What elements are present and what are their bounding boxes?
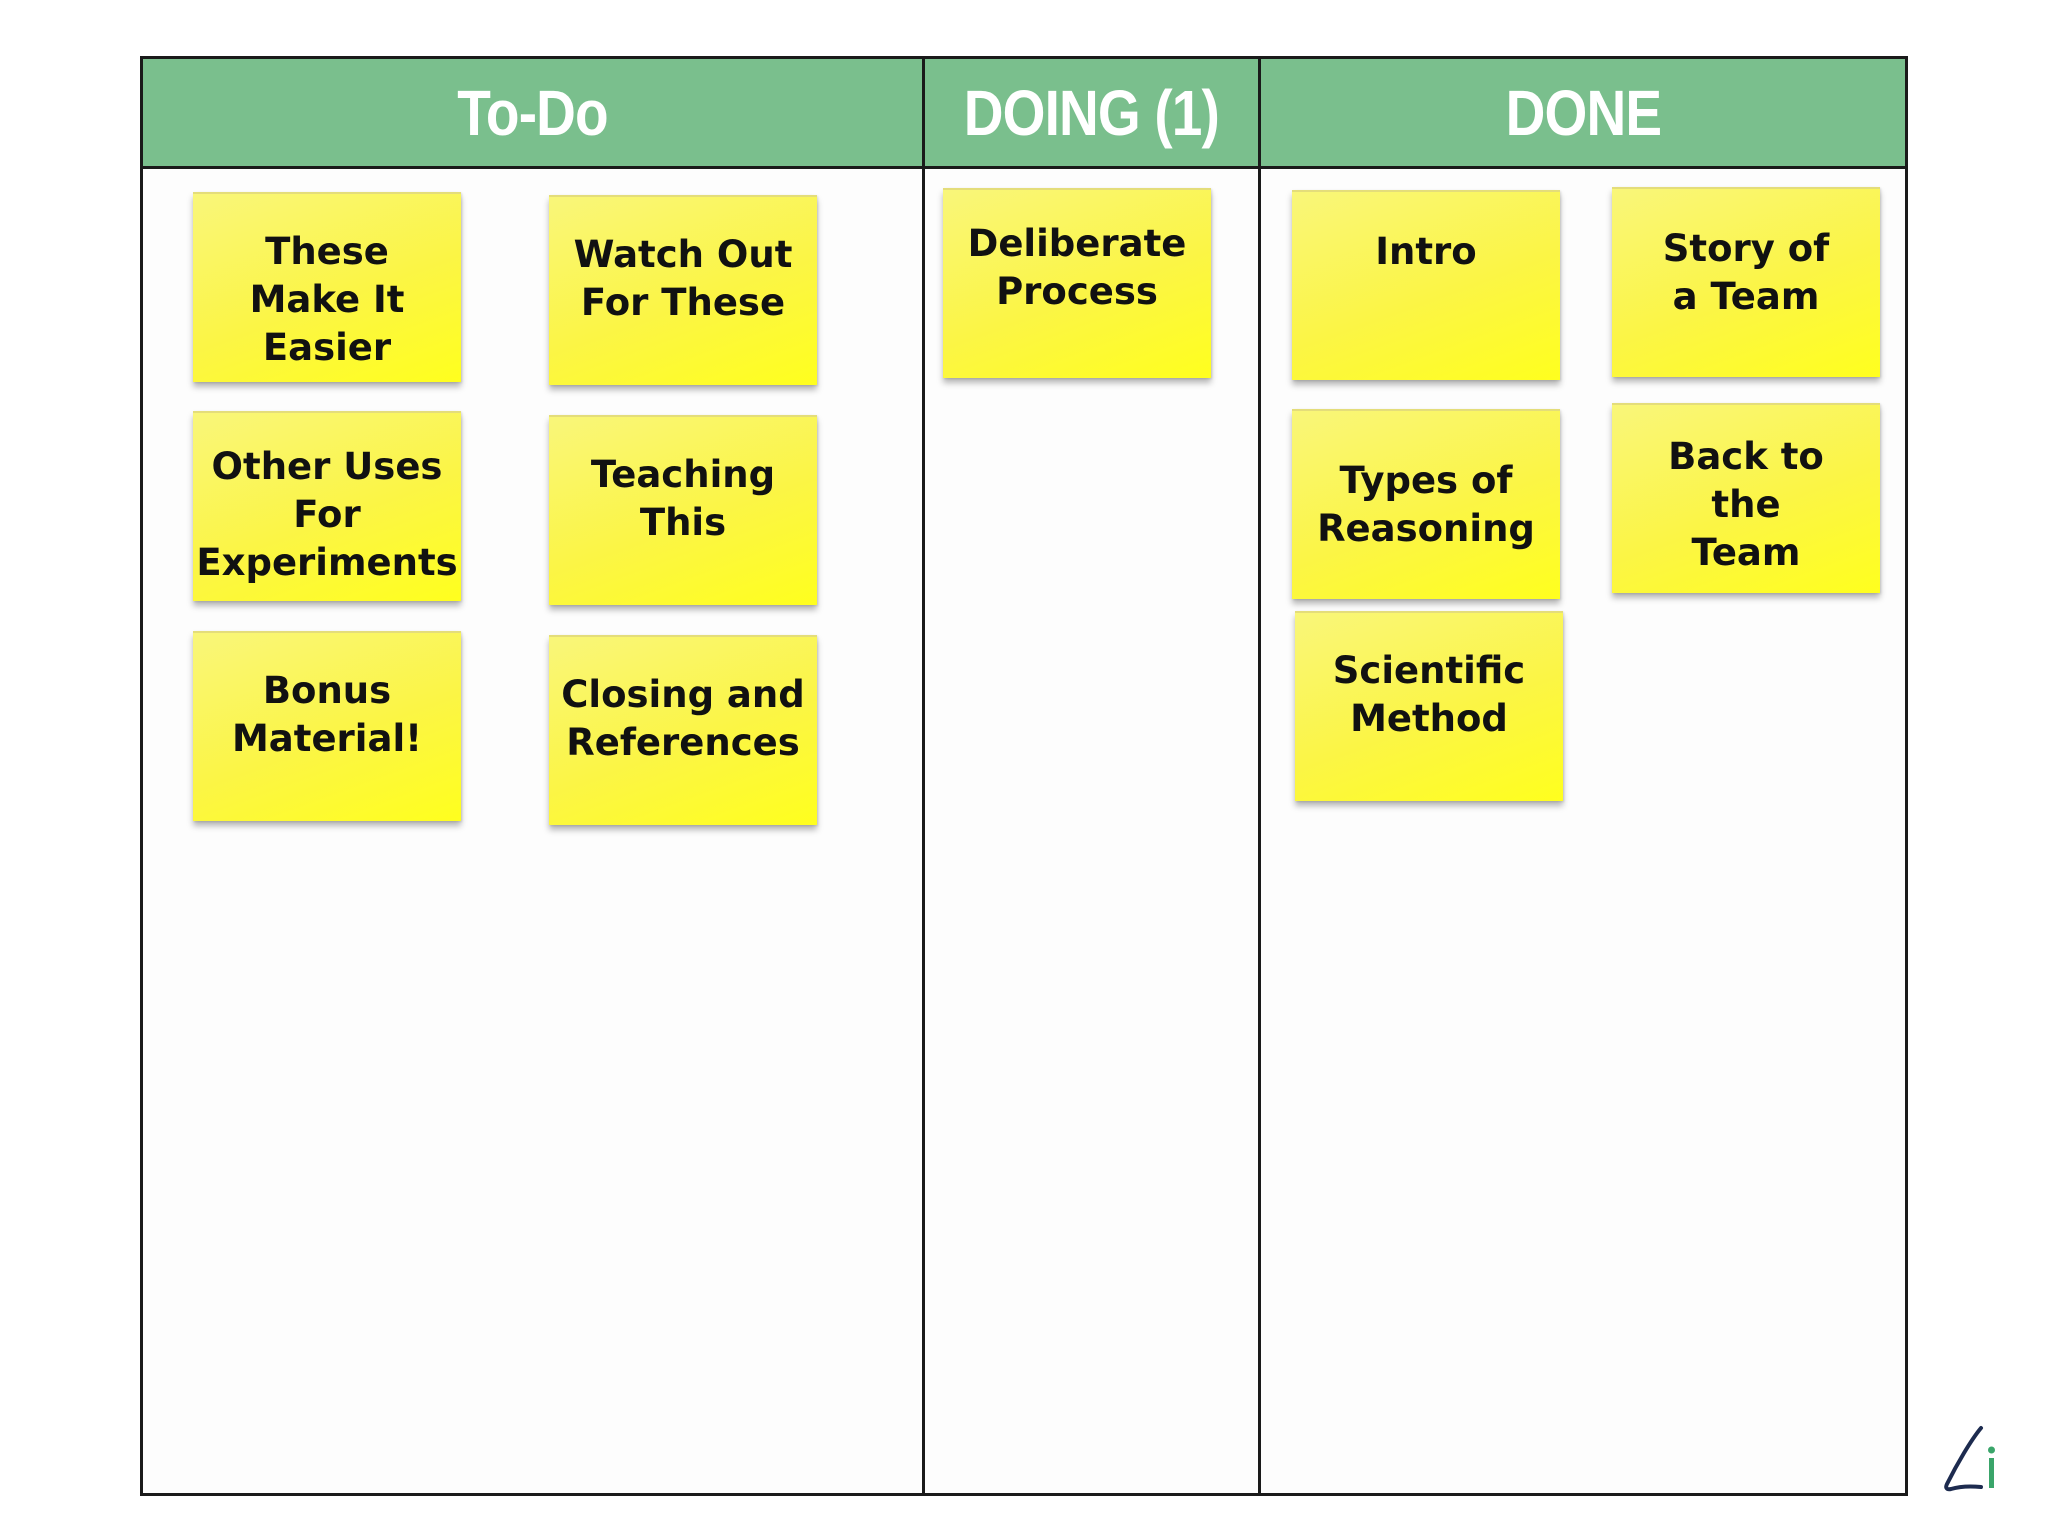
kanban-board: To-Do These Make It Easier Watch Out For… <box>140 56 1908 1496</box>
sticky-note[interactable]: Other Uses For Experiments <box>193 411 461 601</box>
sticky-note[interactable]: Closing and References <box>549 635 817 825</box>
column-doing-title: DOING (1) <box>963 76 1220 149</box>
sticky-note-text: Teaching This <box>590 453 776 544</box>
column-doing: DOING (1) Deliberate Process <box>925 59 1261 1493</box>
sticky-note[interactable]: Back to the Team <box>1612 403 1880 593</box>
sticky-note-text: Story of a Team <box>1662 227 1830 318</box>
sticky-note[interactable]: Story of a Team <box>1612 187 1880 377</box>
column-done: DONE Intro Story of a Team Types of Reas… <box>1261 59 1905 1493</box>
sticky-note[interactable]: Watch Out For These <box>549 195 817 385</box>
sticky-note-text: Other Uses For Experiments <box>196 445 458 584</box>
sticky-note-text: Intro <box>1375 230 1477 273</box>
sticky-note[interactable]: Intro <box>1292 190 1560 380</box>
column-done-title: DONE <box>1505 76 1661 149</box>
sticky-note[interactable]: Deliberate Process <box>943 188 1211 378</box>
sticky-note-text: Watch Out For These <box>573 233 793 324</box>
sticky-note-text: Back to the Team <box>1668 435 1824 574</box>
column-todo: To-Do These Make It Easier Watch Out For… <box>143 59 925 1493</box>
sticky-note[interactable]: Teaching This <box>549 415 817 605</box>
sticky-note-text: Bonus Material! <box>231 669 423 760</box>
li-logo-icon <box>1944 1426 1995 1492</box>
column-todo-header: To-Do <box>143 59 922 169</box>
column-doing-header: DOING (1) <box>925 59 1258 169</box>
sticky-note[interactable]: Types of Reasoning <box>1292 409 1560 599</box>
sticky-note[interactable]: Bonus Material! <box>193 631 461 821</box>
sticky-note-text: Types of Reasoning <box>1317 459 1535 550</box>
column-todo-title: To-Do <box>457 76 608 149</box>
sticky-note-text: These Make It Easier <box>249 230 405 369</box>
sticky-note-text: Deliberate Process <box>967 222 1187 313</box>
sticky-note-text: Scientific Method <box>1332 649 1526 740</box>
column-done-header: DONE <box>1261 59 1905 169</box>
sticky-note[interactable]: Scientific Method <box>1295 611 1563 801</box>
sticky-note[interactable]: These Make It Easier <box>193 192 461 382</box>
sticky-note-text: Closing and References <box>561 673 805 764</box>
